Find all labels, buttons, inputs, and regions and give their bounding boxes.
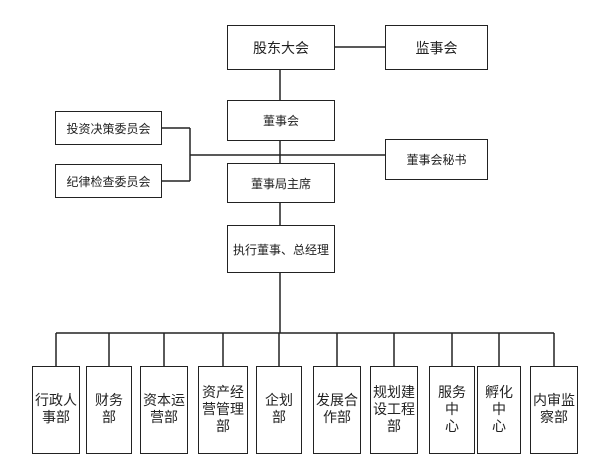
board-secretary-label: 董事会秘书 [406,153,467,167]
supervisors-box: 监事会 [385,25,488,70]
dept-development: 发展合 作部 [313,366,361,454]
chairman-label: 董事局主席 [250,176,311,191]
shareholders-label: 股东大会 [253,40,309,57]
dept-incubation-center: 孵化中 心 [477,366,521,454]
discipline-committee-box: 纪律检查委员会 [55,164,162,198]
discipline-committee-label: 纪律检查委员会 [66,174,151,189]
dept-asset-management: 资产经 营管理 部 [198,366,248,454]
dept-capital-operations: 资本运 营部 [140,366,188,454]
dept-label: 服务中 心 [438,384,466,435]
board-box: 董事会 [227,100,335,141]
dept-internal-audit: 内审监 察部 [530,366,578,454]
investment-committee-box: 投资决策委员会 [55,111,162,145]
dept-label: 资产经 营管理 部 [202,384,244,435]
shareholders-box: 股东大会 [227,25,335,70]
dept-label: 内审监 察部 [533,393,575,426]
dept-label: 财务部 [95,393,123,426]
investment-committee-label: 投资决策委员会 [66,121,151,136]
executive-director-box: 执行董事、总经理 [227,225,335,273]
dept-construction: 规划建 设工程 部 [370,366,418,454]
supervisors-label: 监事会 [415,40,458,57]
dept-finance: 财务部 [86,366,132,454]
dept-planning: 企划部 [256,366,302,454]
board-secretary-box: 董事会秘书 [385,139,488,180]
dept-label: 孵化中 心 [485,384,513,435]
dept-label: 发展合 作部 [316,393,358,426]
dept-admin-hr: 行政人 事部 [32,366,80,454]
chairman-box: 董事局主席 [227,163,335,203]
dept-service-center: 服务中 心 [429,366,475,454]
executive-director-label: 执行董事、总经理 [232,242,329,257]
dept-label: 行政人 事部 [35,393,77,426]
board-label: 董事会 [262,114,299,128]
dept-label: 规划建 设工程 部 [373,384,415,435]
dept-label: 资本运 营部 [143,393,185,426]
dept-label: 企划部 [265,393,293,426]
